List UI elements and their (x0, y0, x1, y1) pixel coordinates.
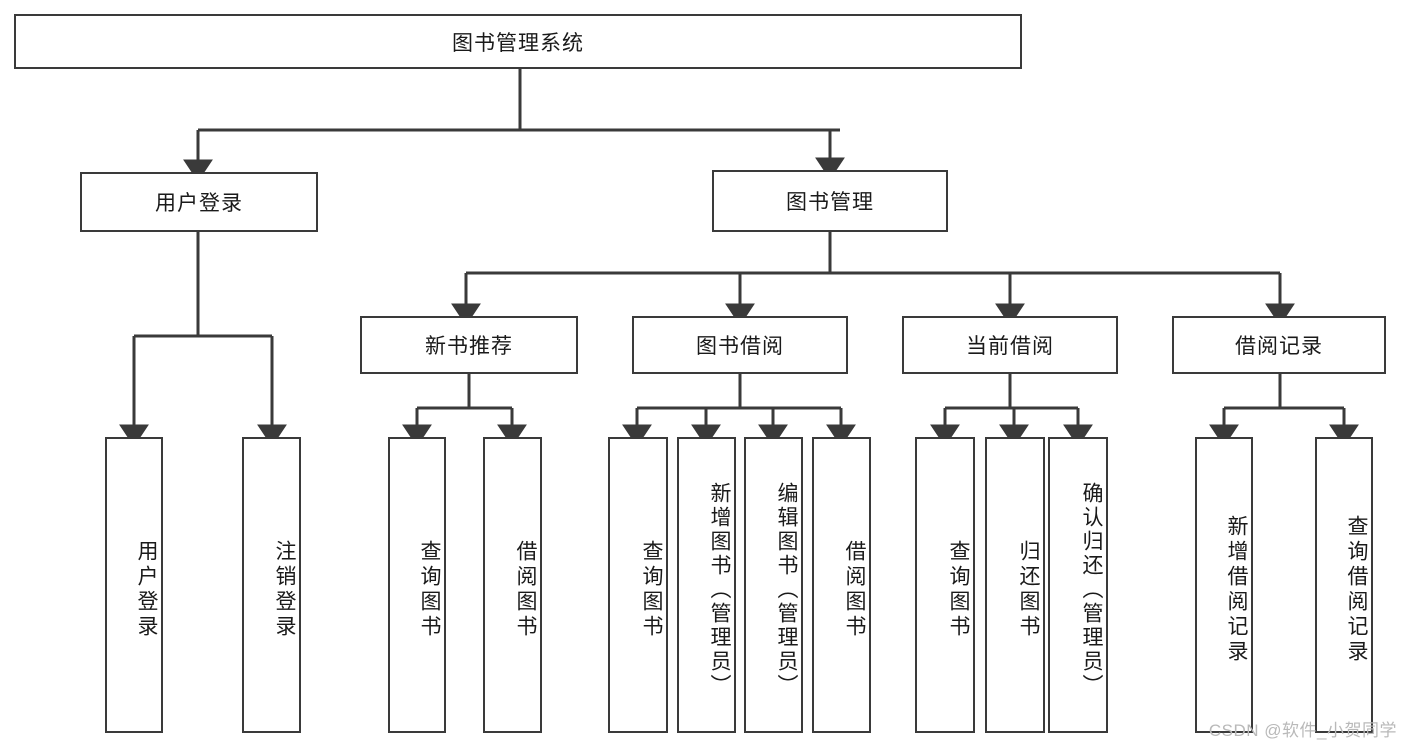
leaf-query-book-1[interactable]: 查询图书 (388, 437, 446, 733)
leaf-borrow-book-1[interactable]: 借阅图书 (483, 437, 542, 733)
leaf-query-book-2[interactable]: 查询图书 (608, 437, 668, 733)
node-book-borrow[interactable]: 图书借阅 (632, 316, 848, 374)
root-node-book-management-system[interactable]: 图书管理系统 (14, 14, 1022, 69)
node-user-login[interactable]: 用户登录 (80, 172, 318, 232)
leaf-borrow-book-2[interactable]: 借阅图书 (812, 437, 871, 733)
leaf-edit-book-admin[interactable]: 编辑图书（管理员） (744, 437, 803, 733)
node-borrow-record[interactable]: 借阅记录 (1172, 316, 1386, 374)
leaf-query-book-3[interactable]: 查询图书 (915, 437, 975, 733)
leaf-user-login[interactable]: 用户登录 (105, 437, 163, 733)
leaf-logout-login[interactable]: 注销登录 (242, 437, 301, 733)
leaf-confirm-return-admin[interactable]: 确认归还（管理员） (1048, 437, 1108, 733)
leaf-add-book-admin[interactable]: 新增图书（管理员） (677, 437, 736, 733)
leaf-return-book[interactable]: 归还图书 (985, 437, 1045, 733)
csdn-watermark: CSDN @软件_小贺同学 (1208, 721, 1397, 740)
leaf-query-borrow-record[interactable]: 查询借阅记录 (1315, 437, 1373, 733)
node-current-borrow[interactable]: 当前借阅 (902, 316, 1118, 374)
node-book-manage[interactable]: 图书管理 (712, 170, 948, 232)
leaf-add-borrow-record[interactable]: 新增借阅记录 (1195, 437, 1253, 733)
node-new-book-recommend[interactable]: 新书推荐 (360, 316, 578, 374)
